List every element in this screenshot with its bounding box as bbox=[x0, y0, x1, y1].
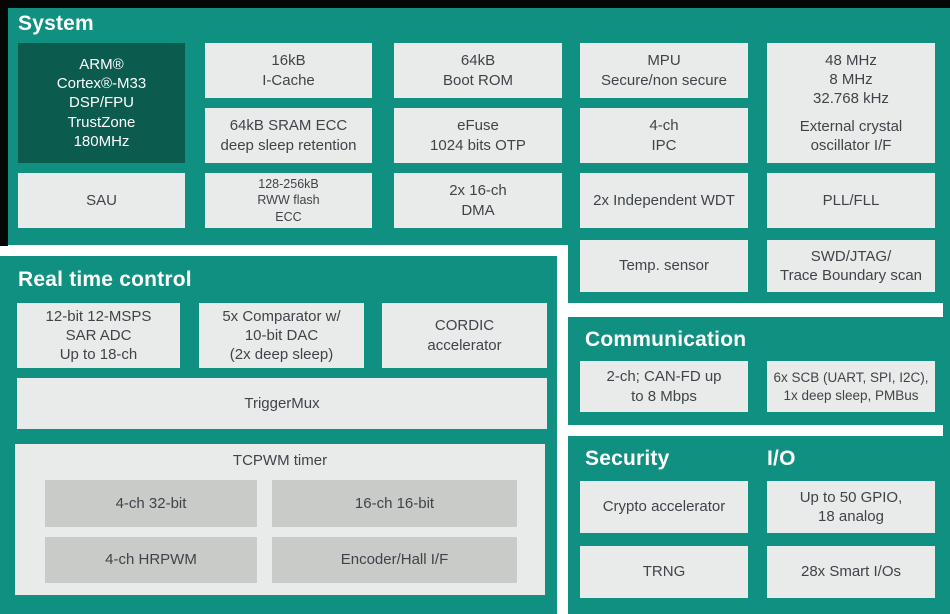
block-pll-fll: PLL/FLL bbox=[767, 173, 935, 228]
communication-title: Communication bbox=[585, 328, 747, 351]
block-triggermux: TriggerMux bbox=[17, 378, 547, 429]
block-tcpwm-timer: TCPWM timer 4-ch 32-bit 16-ch 16-bit 4-c… bbox=[15, 444, 545, 595]
right-edge-strip bbox=[943, 8, 950, 614]
block-temp-sensor: Temp. sensor bbox=[580, 240, 748, 292]
top-border bbox=[0, 0, 950, 8]
security-title: Security bbox=[585, 447, 670, 470]
block-comparator-dac: 5x Comparator w/10-bit DAC(2x deep sleep… bbox=[199, 303, 364, 368]
block-swd-jtag: SWD/JTAG/Trace Boundary scan bbox=[767, 240, 935, 292]
cell-4ch-hrpwm: 4-ch HRPWM bbox=[45, 537, 257, 583]
system-title: System bbox=[18, 12, 94, 35]
block-scb: 6x SCB (UART, SPI, I2C),1x deep sleep, P… bbox=[767, 361, 935, 412]
cell-16ch-16bit: 16-ch 16-bit bbox=[272, 480, 517, 527]
realtime-title: Real time control bbox=[18, 268, 192, 291]
cell-4ch-32bit: 4-ch 32-bit bbox=[45, 480, 257, 527]
block-smart-io: 28x Smart I/Os bbox=[767, 546, 935, 598]
cell-encoder-hall: Encoder/Hall I/F bbox=[272, 537, 517, 583]
tcpwm-timer-title: TCPWM timer bbox=[232, 452, 328, 469]
block-wdt: 2x Independent WDT bbox=[580, 173, 748, 228]
io-title: I/O bbox=[767, 447, 796, 470]
left-border bbox=[0, 0, 8, 246]
block-gpio: Up to 50 GPIO,18 analog bbox=[767, 481, 935, 533]
block-trng: TRNG bbox=[580, 546, 748, 598]
block-sau: SAU bbox=[18, 173, 185, 228]
block-crypto-accelerator: Crypto accelerator bbox=[580, 481, 748, 533]
